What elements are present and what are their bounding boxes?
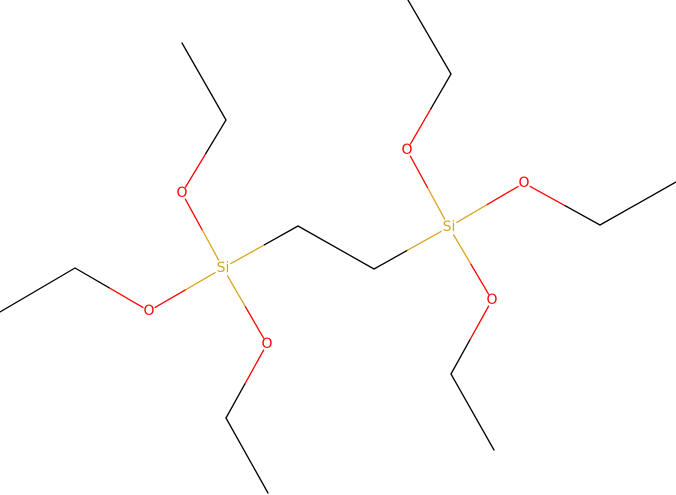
bond-si2-o6-half-a <box>452 234 472 266</box>
bond-o6a-o6b <box>450 373 495 451</box>
bond-si1-o3-half-a <box>226 275 247 308</box>
bond-si2-o4-half-a <box>426 186 446 220</box>
atom-o4-label: O <box>401 142 412 158</box>
bond-si1-o2-half-a <box>184 271 216 291</box>
bond-c2-si2-half-a <box>373 249 409 270</box>
bond-o5-o5a-half-b <box>564 205 601 226</box>
bond-o2-o2a-half-a <box>108 287 144 309</box>
bond-si1-o1-half-b <box>184 198 203 231</box>
bond-si1-o2-half-b <box>154 289 186 309</box>
bond-o6-o6a-half-b <box>450 339 471 375</box>
bond-o4-o4a-half-a <box>409 108 432 145</box>
bond-o3-o3a-half-a <box>244 349 265 385</box>
atom-o6-label: O <box>486 292 497 308</box>
atom-o1-label: O <box>176 185 187 201</box>
bond-o2a-o2b <box>0 267 76 313</box>
bond-o1-o1a-half-a <box>184 152 207 188</box>
bond-o4a-o4b <box>407 0 452 75</box>
bond-si1-c1-half-b <box>263 225 299 246</box>
bond-o5a-o5b <box>599 181 676 226</box>
atom-o3-label: O <box>261 336 272 352</box>
bond-o6-o6a-half-a <box>469 305 490 341</box>
bond-si2-o4-half-b <box>409 155 429 189</box>
atom-label-layer: Si Si O O O O O O <box>143 142 529 352</box>
bond-o1a-o1b <box>181 42 227 121</box>
bond-o3-o3a-half-b <box>225 383 246 419</box>
bond-si2-o5-half-b <box>486 185 519 206</box>
bond-si2-o6-half-b <box>470 263 490 295</box>
atom-si1-label: Si <box>217 260 230 276</box>
bond-o4-o4a-half-b <box>430 73 452 110</box>
atom-si2-label: Si <box>443 219 456 235</box>
bond-c2-si2-half-b <box>406 230 442 251</box>
bond-si1-o3-half-b <box>244 306 265 339</box>
bond-o2-o2a-half-b <box>74 267 110 289</box>
bond-o3a-o3b <box>225 417 269 494</box>
bond-si2-o5-half-a <box>456 203 489 224</box>
atom-o2-label: O <box>143 303 154 319</box>
bond-c1-c2 <box>297 225 375 270</box>
bond-o5-o5a-half-a <box>529 185 566 207</box>
bond-o1-o1a-half-b <box>205 119 227 155</box>
bond-si1-c1-half-a <box>230 244 266 265</box>
atom-o5-label: O <box>518 175 529 191</box>
bond-si1-o1-half-a <box>201 228 220 261</box>
